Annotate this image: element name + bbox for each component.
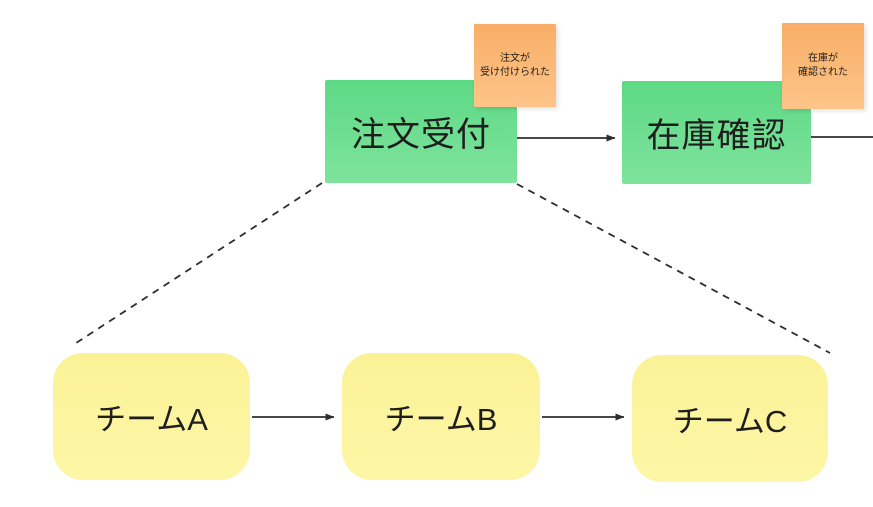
team-node-c[interactable]: チームC — [632, 355, 828, 482]
team-node-a-label: チームA — [95, 402, 208, 437]
process-node-stock-check-label: 在庫確認 — [646, 117, 787, 155]
team-node-b[interactable]: チームB — [342, 353, 540, 480]
sticky-note-order-received[interactable]: 注文が 受け付けられた — [474, 24, 556, 107]
team-node-a[interactable]: チームA — [53, 353, 250, 480]
process-node-order-intake-label: 注文受付 — [351, 116, 491, 154]
team-node-b-label: チームB — [384, 402, 498, 437]
dashed-link-order-to-team-a[interactable] — [72, 182, 323, 346]
dashed-link-order-to-team-c[interactable] — [516, 183, 831, 354]
team-node-c-label: チームC — [672, 404, 788, 439]
sticky-note-order-received-line1: 注文が — [500, 52, 530, 64]
sticky-note-stock-confirmed-line2: 確認された — [798, 67, 848, 78]
sticky-note-order-received-line2: 受け付けられた — [480, 66, 550, 78]
sticky-note-stock-confirmed[interactable]: 在庫が 確認された — [782, 23, 864, 109]
sticky-note-stock-confirmed-line1: 在庫が — [808, 53, 838, 64]
